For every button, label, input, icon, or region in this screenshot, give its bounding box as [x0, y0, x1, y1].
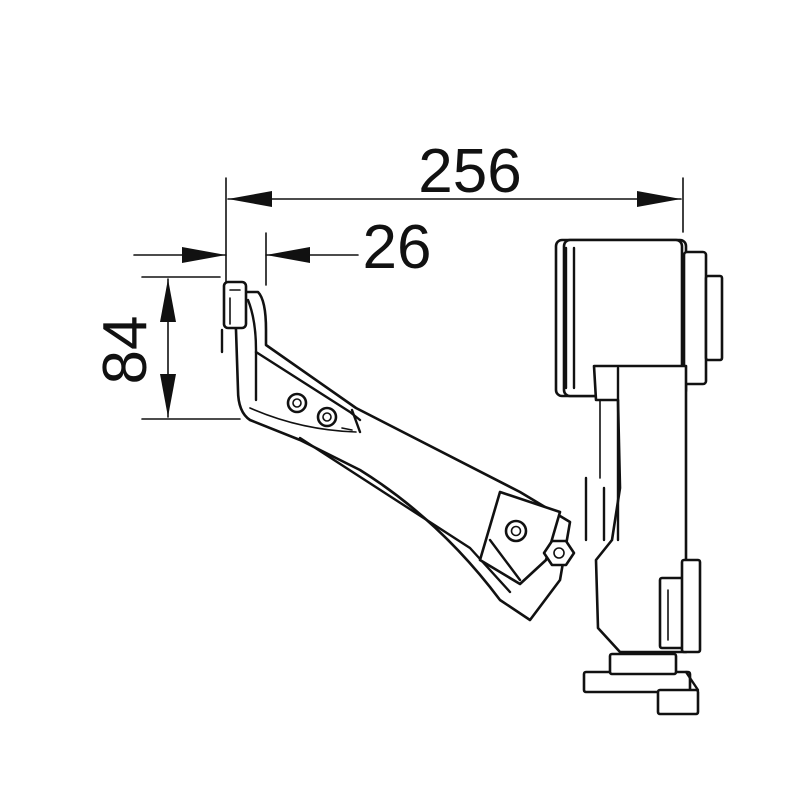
height-label: 84: [91, 316, 160, 385]
overall-length-label: 256: [418, 137, 521, 206]
offset-label: 26: [363, 213, 432, 282]
dimension-height: 84: [91, 276, 241, 420]
arrowhead-down: [160, 374, 176, 417]
bolt-1: [286, 392, 308, 414]
dimension-overall-length: 256: [225, 137, 684, 283]
bracket-arm: [220, 280, 572, 622]
pulley-housing: [554, 238, 724, 654]
arrowhead-left: [228, 191, 272, 207]
arrowhead-up: [160, 279, 176, 322]
arrowhead-offset-right: [266, 247, 310, 263]
bolt-2: [316, 406, 338, 428]
arrowhead-offset-left: [182, 247, 226, 263]
bolt-4: [542, 539, 576, 567]
arrowhead-right: [637, 191, 681, 207]
dimension-offset: 26: [133, 213, 432, 286]
base-foot: [582, 652, 700, 716]
bolt-3: [504, 519, 528, 543]
